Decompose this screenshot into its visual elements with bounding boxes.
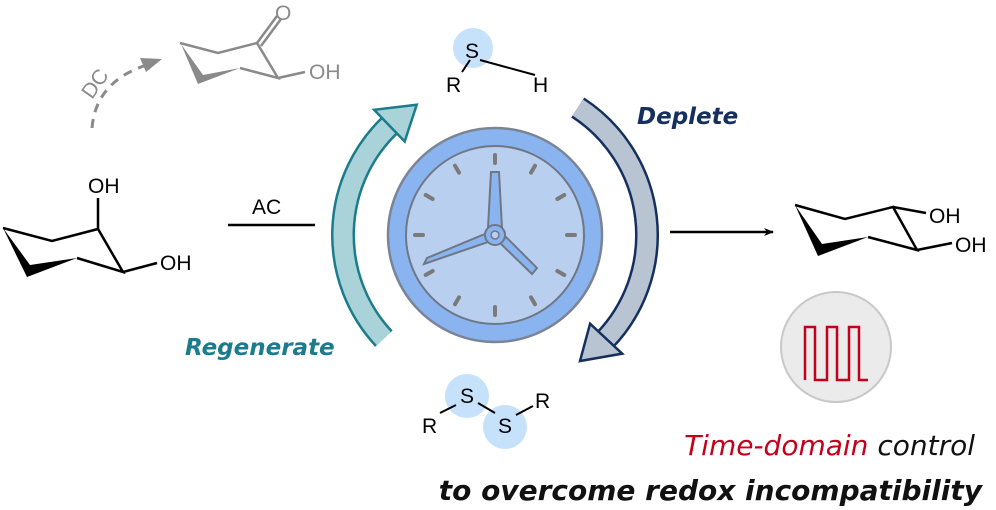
square-wave-icon [780,291,892,403]
disulfide-s1: S [460,385,474,408]
product-oh-bottom: OH [955,234,987,257]
clock-tick [555,269,567,277]
disulfide-s2: S [498,415,512,438]
clock-icon [386,126,604,344]
thiol-molecule [453,28,536,76]
cycle-arrows [331,97,659,363]
disulfide-r1: R [422,415,437,438]
clock-tick [529,163,537,175]
clock-tick [423,269,435,277]
caption-rest: control [868,429,975,462]
diol-oh-top: OH [88,175,120,198]
diol-product [794,203,953,256]
caption-line1: Time-domain control [684,429,975,462]
clock-tick [529,295,537,307]
thiol-h: H [533,74,548,97]
disulfide-molecule [439,374,534,449]
thiol-s: S [465,40,479,63]
dc-label: DC [77,65,113,103]
clock-tick [423,193,435,201]
caption-line2: to overcome redox incompatibility [439,474,984,507]
diol-reactant [2,198,158,277]
clock-tick [555,193,567,201]
ac-label: AC [252,196,281,219]
regenerate-label: Regenerate [185,335,335,361]
regenerate-arrow [331,103,419,347]
deplete-label: Deplete [637,104,738,130]
clock-tick [453,295,461,307]
clock-tick [453,163,461,175]
ketone-o: O [275,2,291,25]
hydroxyketone-molecule [179,15,306,84]
product-oh-top: OH [929,205,961,228]
dc-arrow [90,58,162,129]
disulfide-r2: R [535,390,550,413]
ketone-oh: OH [309,61,341,84]
thiol-r: R [446,74,461,97]
caption-highlight: Time-domain [684,429,868,462]
diol-oh-bottom: OH [160,252,192,275]
deplete-arrow [571,97,659,363]
